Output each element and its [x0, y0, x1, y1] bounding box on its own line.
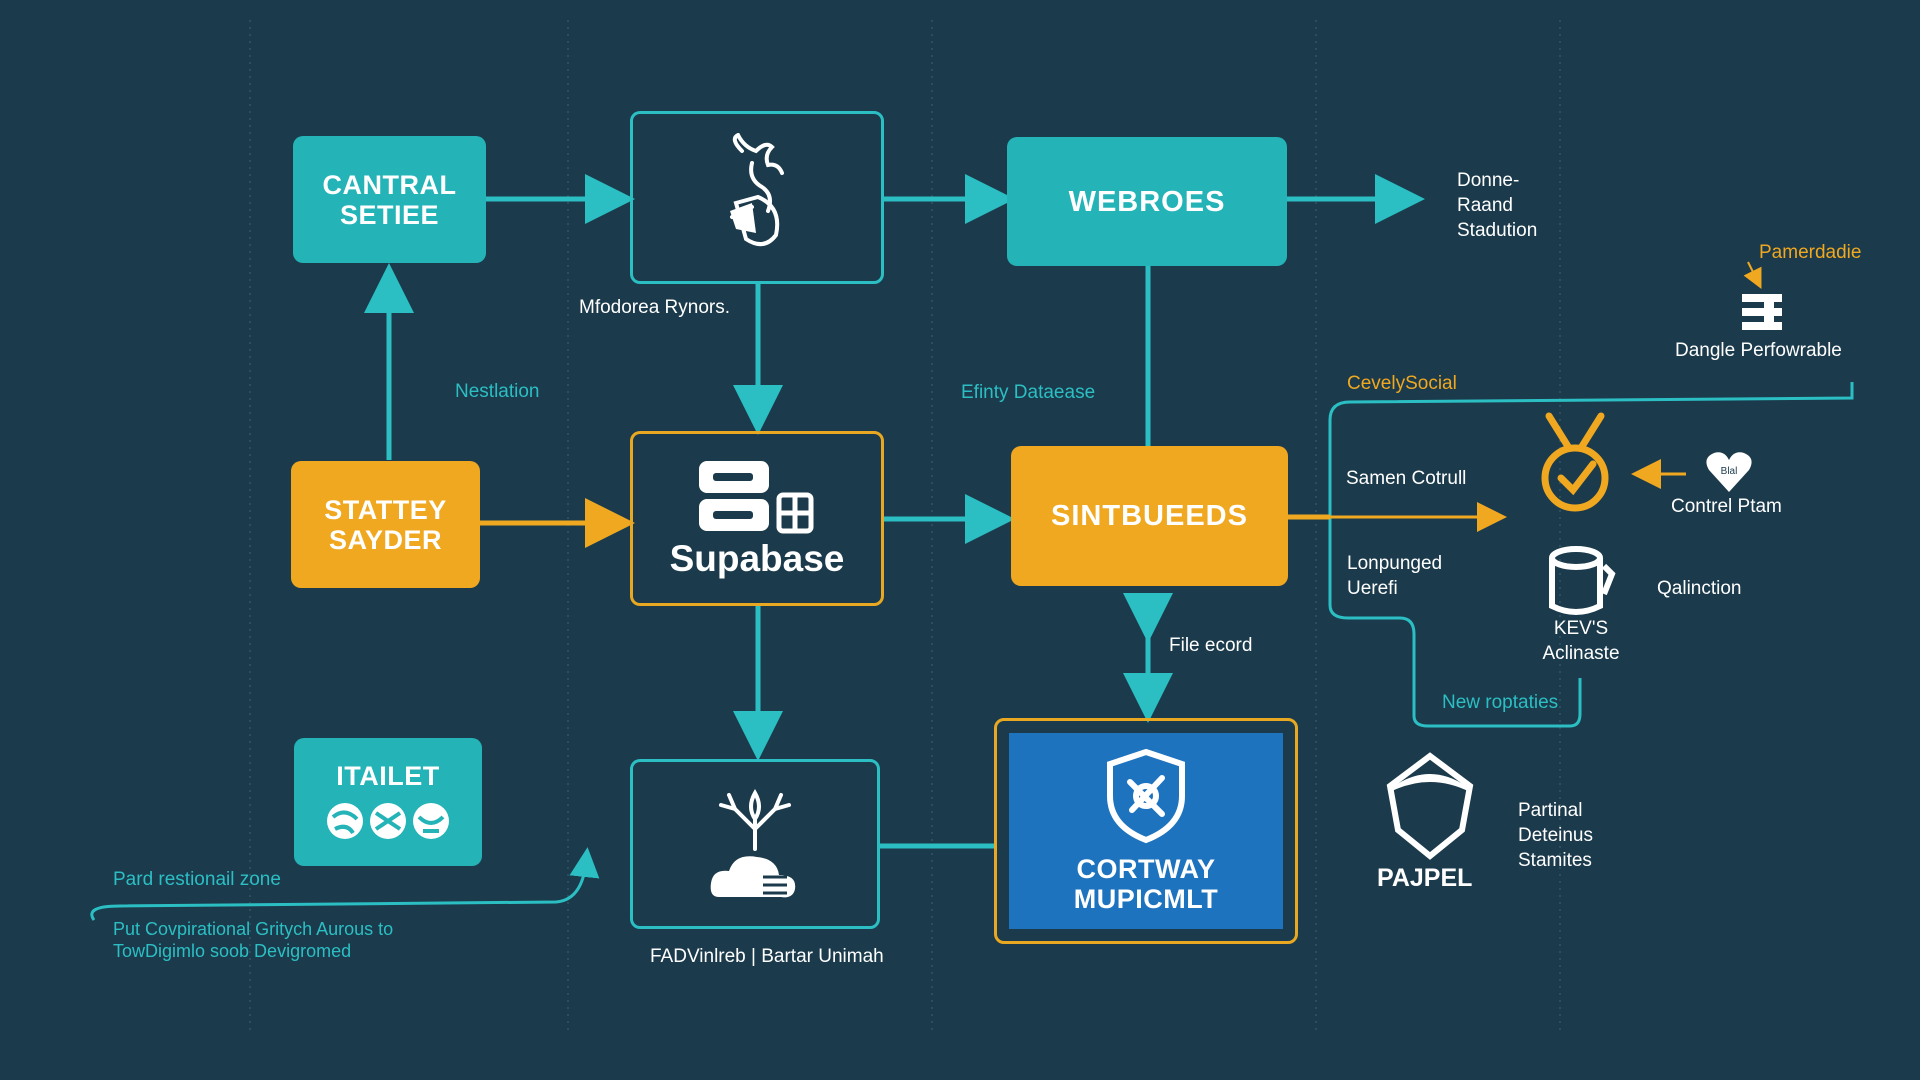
cortway-node[interactable]: CORTWAY MUPICMLT [994, 718, 1298, 944]
document-stack-icon [1742, 294, 1782, 330]
supabase-node[interactable]: Supabase [630, 431, 884, 606]
put-text-label: Put Covpirational Gritych Aurous to TowD… [113, 919, 394, 961]
pamerdadie-label: Pamerdadie [1759, 242, 1862, 263]
globe-icons [327, 803, 449, 839]
tree-cloud-icon [710, 788, 796, 898]
cortway-line2: MUPICMLT [1073, 884, 1219, 914]
arrow-pamerdadie [1743, 261, 1762, 289]
samen-label: Samen Cotrull [1346, 468, 1467, 489]
grid-lines [249, 20, 1561, 1030]
shield-icon [1107, 748, 1185, 844]
tree-icon-node[interactable] [630, 759, 880, 929]
heart-badge-text: Blal [1721, 466, 1738, 477]
dragon-icon-node[interactable] [630, 111, 884, 284]
fadvinlreb-label: FADVinlreb | Bartar Unimah [650, 946, 884, 967]
medal-icon [1541, 412, 1609, 512]
webroes-title: WEBROES [1068, 185, 1226, 218]
sintbueeds-title: SINTBUEEDS [1051, 500, 1248, 532]
stattey-line2: SAYDER [328, 524, 443, 555]
stattey-node[interactable]: STATTEY SAYDER [291, 461, 480, 588]
nestlation-label: Nestlation [455, 381, 540, 402]
cortway-line1: CORTWAY [1076, 854, 1216, 884]
cantral-line2: SETIEE [339, 199, 440, 230]
itailet-node[interactable]: ITAILET [294, 738, 482, 866]
acorn-shield-icon [1386, 752, 1474, 860]
kevs-label: KEV'S Aclinaste [1542, 618, 1620, 664]
webroes-node[interactable]: WEBROES [1007, 137, 1287, 266]
database-icon [699, 460, 814, 533]
supabase-title: Supabase [669, 537, 845, 579]
dangle-label: Dangle Perfowrable [1675, 340, 1842, 361]
line-social-loop [1328, 382, 1854, 520]
new-roptaties-label: New roptaties [1442, 692, 1559, 713]
partinal-label: Partinal Deteinus Stamites [1518, 800, 1593, 871]
cantral-line1: CANTRAL [322, 169, 457, 200]
lonpunged-label: Lonpunged Uerefi [1347, 553, 1443, 599]
dragon-icon [730, 132, 784, 246]
cylinder-icon [1549, 546, 1616, 615]
pajpel-label: PAJPEL [1377, 864, 1473, 892]
sintbueeds-node[interactable]: SINTBUEEDS [1011, 446, 1288, 586]
cortway-panel: CORTWAY MUPICMLT [1009, 733, 1283, 929]
arrow-pard-zone [90, 847, 600, 921]
line-new-roptaties-loop [1328, 520, 1582, 728]
itailet-title: ITAILET [336, 761, 440, 791]
cantral-node[interactable]: CANTRAL SETIEE [293, 136, 486, 263]
stattey-line1: STATTEY [324, 494, 447, 525]
donne-label: Donne- Raand Stadution [1457, 170, 1538, 241]
file-ecord-label: File ecord [1169, 635, 1253, 656]
qalinction-label: Qalinction [1657, 578, 1742, 599]
efinty-label: Efinty Dataease [961, 382, 1096, 403]
contrel-label: Contrel Ptam [1671, 496, 1782, 517]
pard-zone-label: Pard restionail zone [113, 869, 281, 890]
cevelysocial-label: CevelySocial [1347, 373, 1457, 394]
heart-icon: Blal [1706, 452, 1752, 492]
mfodorea-label: Mfodorea Rynors. [579, 297, 731, 318]
